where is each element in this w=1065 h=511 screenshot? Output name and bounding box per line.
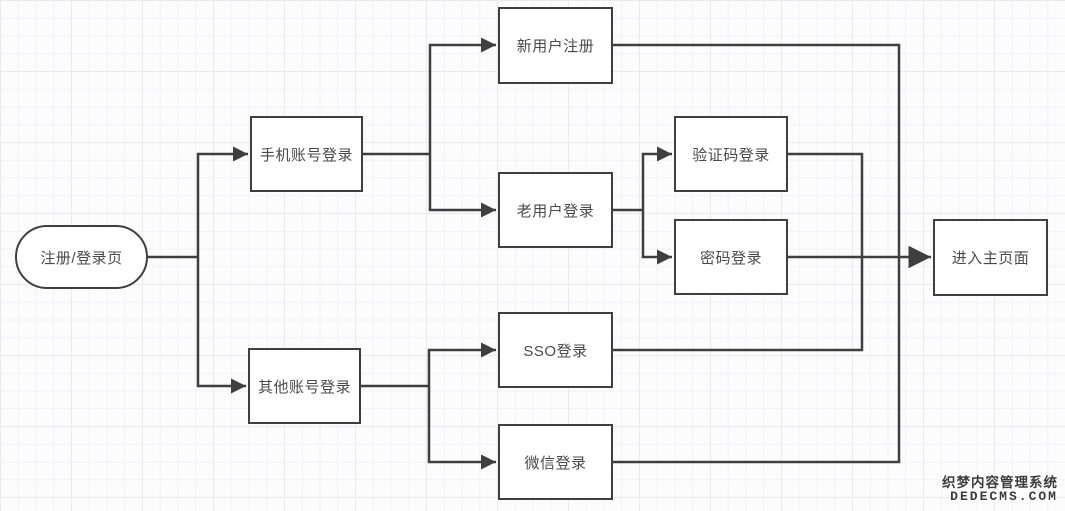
node-phone-login-label: 手机账号登录: [259, 146, 353, 164]
node-password-login: 密码登录: [674, 219, 788, 295]
node-main-page-label: 进入主页面: [951, 250, 1030, 267]
node-new-user-register-label: 新用户注册: [516, 38, 595, 55]
node-new-user-register: 新用户注册: [498, 7, 613, 84]
node-phone-login: 手机账号登录: [250, 116, 363, 192]
node-captcha-login-label: 验证码登录: [692, 146, 770, 164]
node-old-user-login: 老用户登录: [498, 172, 613, 248]
node-captcha-login: 验证码登录: [674, 116, 788, 192]
node-wechat-login-label: 微信登录: [524, 454, 587, 472]
watermark-line1: 织梦内容管理系统: [942, 475, 1058, 490]
node-start-label: 注册/登录页: [40, 249, 123, 267]
node-sso-login: SSO登录: [498, 312, 613, 388]
node-old-user-login-label: 老用户登录: [516, 202, 595, 220]
node-other-login: 其他账号登录: [248, 348, 361, 424]
node-main-page: 进入主页面: [933, 219, 1048, 296]
node-sso-login-label: SSO登录: [523, 342, 588, 360]
node-other-login-label: 其他账号登录: [257, 378, 351, 396]
node-start: 注册/登录页: [15, 225, 148, 289]
watermark: 织梦内容管理系统 DEDECMS.COM: [942, 476, 1058, 504]
watermark-line2: DEDECMS.COM: [950, 489, 1058, 504]
node-password-login-label: 密码登录: [699, 249, 762, 267]
node-wechat-login: 微信登录: [498, 424, 613, 500]
